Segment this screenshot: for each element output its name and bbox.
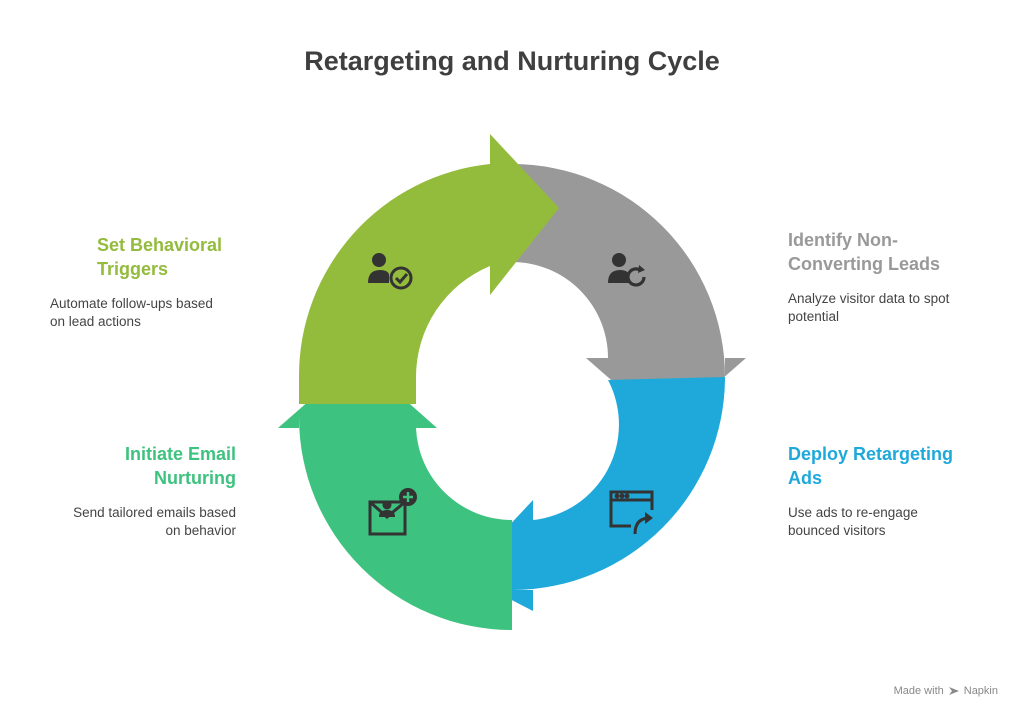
stage-deploy-block: Deploy Retargeting Ads Use ads to re-eng… [788,442,1008,540]
segment-identify [512,164,746,428]
stage-identify-description: Analyze visitor data to spot potential [788,291,950,324]
stage-triggers-description: Automate follow-ups based on lead action… [50,296,213,329]
stage-triggers-heading: Set Behavioral Triggers [97,235,223,279]
stage-deploy-heading: Deploy Retargeting Ads [788,444,954,488]
stage-initiate-description: Send tailored emails based on behavior [73,505,236,538]
stage-identify-heading: Identify Non- Converting Leads [788,230,941,274]
diagram-title: Retargeting and Nurturing Cycle [304,46,720,76]
stage-initiate-block: Initiate Email Nurturing Send tailored e… [20,442,236,540]
stage-identify-block: Identify Non- Converting Leads Analyze v… [788,228,1008,326]
browser-share-icon [609,490,654,535]
segment-deploy [463,377,725,611]
stage-initiate-heading: Initiate Email Nurturing [124,444,236,488]
stage-triggers-block: Set Behavioral Triggers Automate follow-… [50,233,270,331]
stage-deploy-description: Use ads to re-engage bounced visitors [788,505,918,538]
napkin-logo-icon [948,687,959,695]
user-check-icon [368,253,413,290]
footer-brand: Napkin [963,685,998,697]
segment-initiate [278,358,512,630]
segment-triggers [298,134,559,404]
footer-made-with: Made with [893,685,944,697]
made-with-napkin: Made with Napkin [894,685,998,697]
email-add-person-icon [368,488,417,536]
user-refresh-icon [608,253,646,287]
